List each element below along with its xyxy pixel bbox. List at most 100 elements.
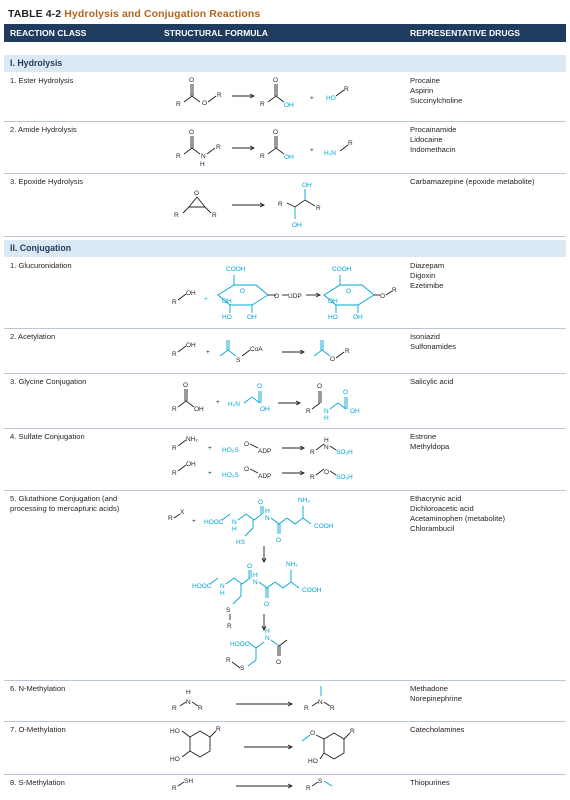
svg-text:+: + bbox=[310, 95, 314, 102]
structure-glucuronidation: R OH + COOH O HO OH OH O UDP COOH O HO bbox=[172, 266, 397, 321]
representative-drugs: Catecholamines bbox=[410, 725, 465, 734]
svg-text:COOH: COOH bbox=[314, 523, 334, 530]
svg-text:H: H bbox=[200, 161, 205, 168]
svg-text:R: R bbox=[316, 205, 321, 212]
svg-text:R: R bbox=[226, 657, 231, 664]
svg-text:SO₃H: SO₃H bbox=[336, 474, 353, 481]
reaction-class: 1. Glucuronidation bbox=[10, 261, 72, 270]
svg-text:R: R bbox=[345, 348, 350, 355]
svg-text:R: R bbox=[304, 705, 309, 712]
svg-text:SH: SH bbox=[184, 778, 193, 785]
svg-text:O: O bbox=[194, 190, 199, 197]
svg-text:R: R bbox=[260, 153, 265, 160]
svg-text:OH: OH bbox=[186, 461, 196, 468]
svg-text:NH₂: NH₂ bbox=[286, 561, 298, 568]
svg-text:HO₃S: HO₃S bbox=[222, 447, 239, 454]
svg-text:H: H bbox=[324, 415, 329, 422]
svg-text:R: R bbox=[310, 449, 315, 456]
svg-text:H: H bbox=[253, 572, 258, 579]
svg-text:ADP: ADP bbox=[258, 448, 271, 455]
svg-text:N: N bbox=[318, 699, 323, 706]
svg-text:HO: HO bbox=[170, 756, 180, 763]
svg-text:H: H bbox=[220, 590, 225, 597]
svg-text:H: H bbox=[324, 437, 329, 444]
svg-text:OH: OH bbox=[284, 154, 294, 161]
svg-text:R: R bbox=[172, 470, 177, 477]
reaction-class: 8. S-Methylation bbox=[10, 778, 65, 787]
svg-text:O: O bbox=[247, 563, 252, 570]
table-row: 5. Glutathione Conjugation (and processi… bbox=[4, 490, 566, 681]
svg-text:R: R bbox=[168, 515, 173, 522]
svg-text:S: S bbox=[236, 357, 241, 364]
svg-text:N: N bbox=[253, 579, 258, 586]
svg-text:R: R bbox=[310, 474, 315, 481]
svg-text:CoA: CoA bbox=[250, 346, 263, 353]
svg-text:R: R bbox=[174, 212, 179, 219]
svg-text:H: H bbox=[265, 508, 270, 515]
svg-text:H: H bbox=[232, 526, 237, 533]
svg-text:OH: OH bbox=[350, 408, 360, 415]
reaction-class: 2. Acetylation bbox=[10, 332, 56, 341]
svg-text:O: O bbox=[183, 382, 188, 389]
svg-text:+: + bbox=[208, 470, 212, 477]
table-title: TABLE 4-2 Hydrolysis and Conjugation Rea… bbox=[8, 8, 260, 20]
svg-text:R: R bbox=[172, 785, 177, 792]
svg-text:OH: OH bbox=[186, 290, 196, 297]
structure-amide-hydrolysis: R O N H R R O OH + H₂N R bbox=[176, 129, 353, 168]
svg-text:OH: OH bbox=[186, 342, 196, 349]
header-structural-formula: STRUCTURAL FORMULA bbox=[164, 28, 268, 38]
svg-text:O: O bbox=[276, 659, 281, 666]
svg-text:HOOC: HOOC bbox=[230, 641, 250, 648]
svg-text:O: O bbox=[257, 383, 262, 390]
representative-drugs: Carbamazepine (epoxide metabolite) bbox=[410, 177, 535, 186]
svg-text:COOH: COOH bbox=[302, 587, 322, 594]
reaction-class: 3. Glycine Conjugation bbox=[10, 377, 87, 386]
svg-text:R: R bbox=[217, 92, 222, 99]
svg-text:OH: OH bbox=[328, 298, 338, 305]
svg-text:R: R bbox=[176, 153, 181, 160]
svg-text:N: N bbox=[324, 444, 329, 451]
svg-text:R: R bbox=[306, 785, 311, 792]
svg-text:R: R bbox=[278, 201, 283, 208]
svg-text:HO: HO bbox=[170, 728, 180, 735]
svg-text:O: O bbox=[264, 601, 269, 608]
svg-text:R: R bbox=[176, 101, 181, 108]
svg-text:+: + bbox=[192, 518, 196, 525]
svg-text:UDP: UDP bbox=[288, 293, 302, 300]
svg-text:+: + bbox=[208, 445, 212, 452]
reaction-class: 7. O-Methylation bbox=[10, 725, 66, 734]
reaction-class: 4. Sulfate Conjugation bbox=[10, 432, 85, 441]
structure-glycine-conjugation: R O OH + H₂N O OH R O N H O OH bbox=[172, 382, 360, 422]
svg-text:OH: OH bbox=[260, 406, 270, 413]
svg-text:R: R bbox=[172, 705, 177, 712]
svg-text:N: N bbox=[220, 583, 225, 590]
table-row: 6. N-Methylation R H N R R N R Methadone… bbox=[4, 680, 566, 722]
svg-text:H: H bbox=[265, 628, 270, 635]
svg-text:R: R bbox=[172, 406, 177, 413]
svg-text:O: O bbox=[244, 441, 249, 448]
svg-text:NH₂: NH₂ bbox=[298, 497, 310, 504]
svg-text:R: R bbox=[260, 101, 265, 108]
representative-drugs: Salicylic acid bbox=[410, 377, 454, 386]
svg-text:O: O bbox=[346, 288, 351, 295]
svg-text:R: R bbox=[216, 726, 221, 733]
svg-text:R: R bbox=[172, 445, 177, 452]
svg-text:R: R bbox=[216, 144, 221, 151]
svg-text:OH: OH bbox=[292, 222, 302, 229]
svg-text:N: N bbox=[232, 519, 237, 526]
table-row: 7. O-Methylation HO HO R O HO R Catechol… bbox=[4, 721, 566, 775]
svg-text:O: O bbox=[189, 129, 194, 136]
svg-text:O: O bbox=[317, 383, 322, 390]
structure-n-methylation: R H N R R N R bbox=[172, 686, 335, 712]
svg-text:O: O bbox=[189, 77, 194, 84]
svg-text:N: N bbox=[265, 635, 270, 642]
section-label: II. Conjugation bbox=[10, 243, 72, 253]
svg-text:H: H bbox=[186, 689, 191, 696]
structure-o-methylation: HO HO R O HO R bbox=[170, 726, 355, 765]
svg-text:OH: OH bbox=[222, 298, 232, 305]
svg-text:R: R bbox=[172, 299, 177, 306]
svg-text:OH: OH bbox=[247, 314, 257, 321]
table-caption: Hydrolysis and Conjugation Reactions bbox=[64, 8, 261, 20]
